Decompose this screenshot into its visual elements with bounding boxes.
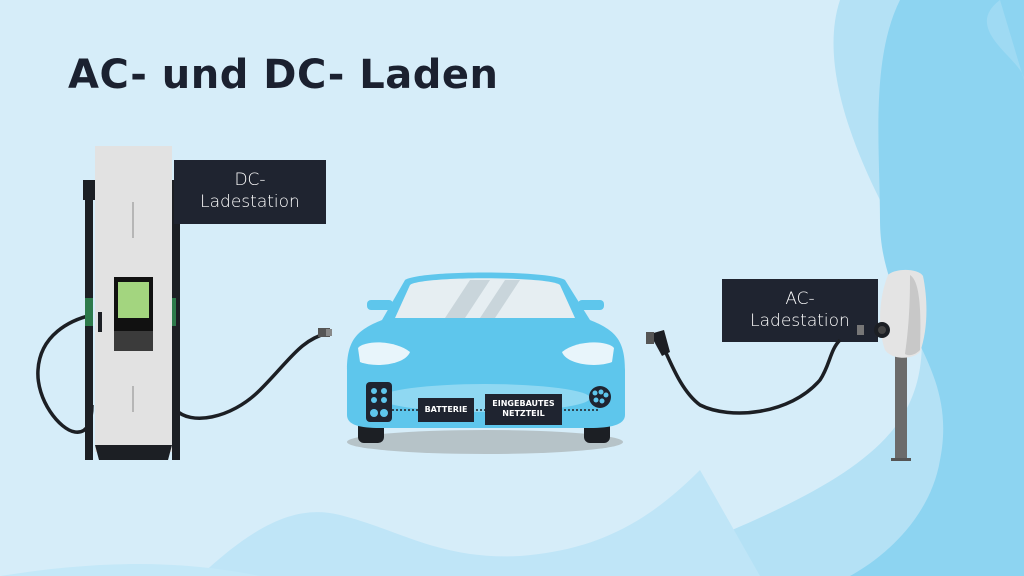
ac-label-line2: Ladestation <box>750 311 850 331</box>
dc-label-line2: Ladestation <box>200 192 300 212</box>
ac-station-label: AC- Ladestation <box>722 279 878 342</box>
charger-label-line1: EINGEBAUTES <box>492 399 555 408</box>
charger-label-line2: NETZTEIL <box>502 409 545 418</box>
ac-label-line1: AC- <box>785 289 815 309</box>
battery-label: BATTERIE <box>418 398 474 422</box>
onboard-charger-label: EINGEBAUTES NETZTEIL <box>485 394 562 425</box>
page-title: AC- und DC- Laden <box>68 52 499 98</box>
dc-label-line1: DC- <box>234 170 266 190</box>
dc-station-label: DC- Ladestation <box>174 160 326 224</box>
